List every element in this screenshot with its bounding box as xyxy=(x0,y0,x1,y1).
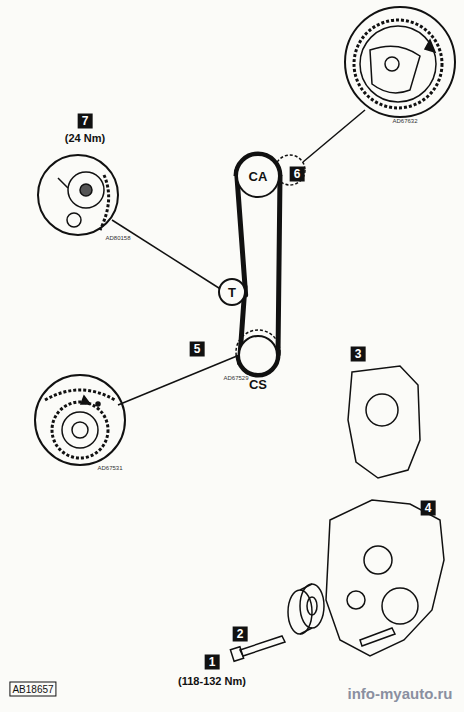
cover-opening xyxy=(366,394,398,426)
bolt-head xyxy=(230,647,243,662)
callout-number: 3 xyxy=(351,347,366,362)
figure-code: AD67531 xyxy=(97,465,122,471)
cover-opening xyxy=(347,591,365,609)
leader-line xyxy=(118,356,237,405)
cover-opening xyxy=(364,546,392,574)
watermark: info-myauto.ru xyxy=(348,685,453,702)
pulley-circle: CS xyxy=(238,335,278,375)
callout-number: 2 xyxy=(233,627,248,642)
detail-circle xyxy=(345,7,455,117)
pulley-label: T xyxy=(228,285,236,300)
torque-value: (24 Nm) xyxy=(64,132,106,144)
detail-circle xyxy=(38,155,118,235)
pulley-web xyxy=(370,46,420,93)
crank-sprocket xyxy=(62,412,98,448)
callout-number: 5 xyxy=(190,342,205,357)
figure-code: AD67632 xyxy=(392,118,417,124)
pointer xyxy=(58,178,68,188)
crank-hub xyxy=(72,422,88,438)
upper-cover xyxy=(348,366,420,478)
timing-arrow xyxy=(81,396,90,404)
detail-circle xyxy=(35,375,125,465)
leader-line xyxy=(303,110,365,162)
cam-bolt xyxy=(385,57,399,71)
figure-code: AD67529 xyxy=(223,375,248,381)
callout-number: 7 xyxy=(78,114,93,129)
cam-pulley xyxy=(360,26,436,102)
callout-number: 6 xyxy=(290,167,305,182)
callout-number: 1 xyxy=(205,655,220,670)
crank-teeth xyxy=(52,402,108,458)
figure-code: AD80158 xyxy=(105,235,130,241)
callout-number: 4 xyxy=(421,501,436,516)
cover-bolt xyxy=(360,628,395,646)
torque-value: (118-132 Nm) xyxy=(177,675,247,687)
pulley-bore xyxy=(307,597,317,615)
timing-belt xyxy=(278,176,280,355)
tensioner-pivot xyxy=(67,213,81,227)
timing-dot xyxy=(96,402,100,406)
pulley-label: CA xyxy=(249,169,268,184)
cam-teeth xyxy=(354,20,442,108)
pulley-circle: CA xyxy=(236,154,280,198)
pulley-label: CS xyxy=(249,377,267,392)
cover-opening xyxy=(382,588,418,624)
belt-teeth xyxy=(45,390,115,400)
lower-cover xyxy=(326,500,444,656)
timing-arrow xyxy=(425,40,435,52)
crank-pulley xyxy=(300,584,324,628)
leader-line xyxy=(112,220,222,290)
pulley-circle: T xyxy=(218,278,246,306)
figure-ref: AB18657 xyxy=(9,682,56,697)
tensioner xyxy=(68,172,104,208)
tensioner-bolt xyxy=(80,184,92,196)
belt-teeth xyxy=(100,175,109,230)
